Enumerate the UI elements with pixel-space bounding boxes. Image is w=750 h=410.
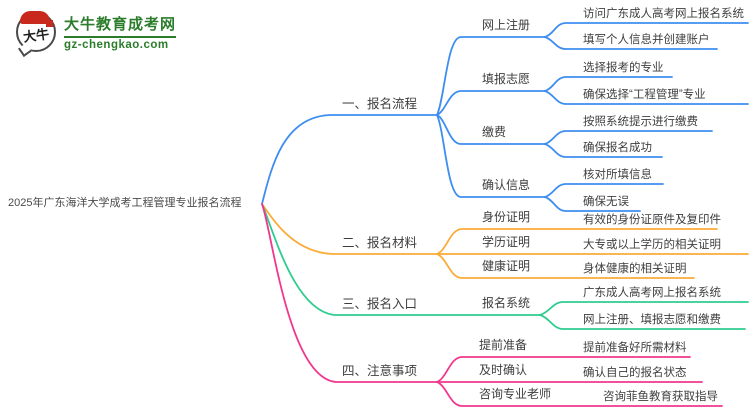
branch-2-label[interactable]: 二、报名材料 — [342, 236, 418, 250]
branch-3-label[interactable]: 三、报名入口 — [342, 297, 418, 311]
subtopic-health-proof[interactable]: 健康证明 — [482, 259, 531, 273]
logo-text-block: 大牛教育成考网 gz-chengkao.com — [64, 13, 177, 51]
branch1-leaf6-line — [544, 143, 663, 158]
subtopic-payment[interactable]: 缴费 — [482, 125, 507, 139]
branch4-row1-line — [436, 356, 691, 383]
subtopic-online-register[interactable]: 网上注册 — [482, 18, 531, 32]
leaf-register-apply-pay[interactable]: 网上注册、填报志愿和缴费 — [583, 314, 721, 326]
branch1-leaf7-line — [544, 183, 664, 198]
leaf-create-account[interactable]: 填写个人信息并创建账户 — [583, 34, 710, 46]
branch1-sub1-line — [436, 36, 546, 116]
leaf-visit-system[interactable]: 访问广东成人高考网上报名系统 — [583, 8, 744, 20]
branch1-sub3-line — [436, 114, 546, 145]
logo-domain: gz-chengkao.com — [64, 39, 169, 51]
branch1-leaf1-line — [544, 22, 749, 38]
subtopic-confirm-timely[interactable]: 及时确认 — [479, 363, 528, 377]
leaf-college-proof[interactable]: 大专或以上学历的相关证明 — [583, 239, 721, 251]
logo-bull-badge-icon: 大牛 — [16, 11, 56, 57]
branch1-leaf8-line — [544, 196, 641, 212]
logo-site-name: 大牛教育成考网 — [64, 16, 177, 33]
branch4-row3-line — [436, 381, 723, 407]
branch1-leaf4-line — [544, 90, 749, 105]
branch1-main-line — [261, 114, 438, 205]
badge-red-arc — [20, 11, 50, 24]
branch1-leaf3-line — [544, 76, 673, 92]
branch3-leaf2-line — [539, 314, 746, 330]
branch2-row1-line — [436, 228, 718, 255]
leaf-consult-guidance[interactable]: 咨询菲鱼教育获取指导 — [603, 391, 718, 403]
leaf-pay-per-system[interactable]: 按照系统提示进行缴费 — [583, 116, 698, 128]
subtopic-consult-teacher[interactable]: 咨询专业老师 — [479, 387, 552, 401]
leaf-ensure-correct[interactable]: 确保无误 — [583, 196, 629, 208]
branch2-main-line — [261, 203, 438, 255]
leaf-ensure-success[interactable]: 确保报名成功 — [583, 142, 652, 154]
branch1-sub2-line — [436, 90, 546, 116]
badge-seal-icon — [46, 20, 53, 27]
branch3-main-line — [261, 203, 541, 316]
branch-1-label[interactable]: 一、报名流程 — [342, 97, 418, 111]
branch1-leaf2-line — [544, 36, 718, 50]
leaf-prepare-materials[interactable]: 提前准备好所需材料 — [583, 342, 687, 354]
leaf-gd-online-system[interactable]: 广东成人高考网上报名系统 — [583, 287, 721, 299]
branch1-sub4-line — [436, 114, 546, 198]
logo-divider — [64, 36, 177, 38]
branch-4-label[interactable]: 四、注意事项 — [342, 364, 418, 378]
branch2-row3-line — [436, 253, 695, 279]
subtopic-education-proof[interactable]: 学历证明 — [482, 235, 531, 249]
leaf-confirm-status[interactable]: 确认自己的报名状态 — [583, 367, 687, 379]
leaf-check-info[interactable]: 核对所填信息 — [583, 169, 652, 181]
leaf-id-original-copy[interactable]: 有效的身份证原件及复印件 — [583, 214, 721, 226]
branch4-main-line — [261, 203, 438, 383]
root-topic[interactable]: 2025年广东海洋大学成考工程管理专业报名流程 — [8, 197, 242, 209]
leaf-choose-major[interactable]: 选择报考的专业 — [583, 62, 664, 74]
subtopic-fill-application[interactable]: 填报志愿 — [482, 72, 531, 86]
branch3-leaf1-line — [539, 301, 749, 316]
subtopic-registration-system[interactable]: 报名系统 — [482, 296, 531, 310]
subtopic-confirm-info[interactable]: 确认信息 — [482, 178, 531, 192]
leaf-ensure-major[interactable]: 确保选择“工程管理”专业 — [583, 89, 706, 101]
site-logo: 大牛 大牛教育成考网 gz-chengkao.com — [16, 11, 177, 57]
subtopic-id-proof[interactable]: 身份证明 — [482, 210, 531, 224]
subtopic-prepare-early[interactable]: 提前准备 — [479, 338, 528, 352]
leaf-health-related[interactable]: 身体健康的相关证明 — [583, 263, 687, 275]
branch1-leaf5-line — [544, 130, 713, 145]
